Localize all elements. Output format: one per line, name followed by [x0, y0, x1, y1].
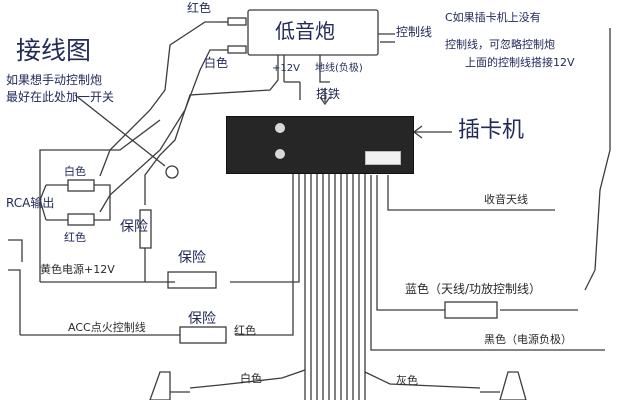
- title-note-line-2: 最好在此处加一开关: [6, 90, 115, 104]
- right-speaker: [499, 371, 527, 400]
- knob-top: [275, 123, 285, 133]
- subwoofer-ground-label: 地线(负极): [315, 63, 363, 74]
- sub-fuse-label: 保险: [120, 219, 148, 235]
- antenna-wire: [387, 175, 555, 211]
- acc-wire: [235, 173, 294, 336]
- left-loop-wire: [39, 119, 161, 282]
- subwoofer-name: 低音炮: [275, 19, 335, 43]
- control-note-line-2: 控制线，可忽略控制炮: [445, 38, 555, 51]
- control-note-line-1: C如果插卡机上没有: [445, 11, 541, 24]
- white-wire-label: 白色: [240, 372, 262, 385]
- acc-color-label: 红色: [234, 324, 256, 337]
- head-unit-label: 插卡机: [458, 118, 525, 143]
- power-wire-label: 黄色电源+12V: [40, 263, 115, 276]
- white-speaker-wire: [189, 369, 306, 389]
- sub-power-cable: [144, 55, 279, 205]
- antenna-label: 收音天线: [484, 193, 528, 206]
- head-unit: [226, 116, 414, 174]
- subwoofer-power-label: +12V: [272, 63, 300, 74]
- red-connector: [227, 17, 247, 26]
- left-speaker: [149, 371, 171, 400]
- subwoofer-iron-label: 搭铁: [316, 87, 341, 101]
- blue-fuse: [444, 301, 498, 319]
- power-fuse: [167, 271, 217, 289]
- card-slot: [365, 151, 401, 165]
- rca-red-label: 红色: [64, 231, 86, 244]
- rca-label: RCA输出: [6, 196, 55, 210]
- acc-fuse: [179, 326, 227, 344]
- black-wire: [370, 175, 605, 351]
- rca-white-plug: [67, 179, 95, 192]
- blue-wire: [376, 175, 445, 311]
- acc-wire-label: ACC点火控制线: [68, 321, 146, 334]
- acc-fuse-label: 保险: [188, 311, 216, 327]
- subwoofer-box: [247, 9, 379, 56]
- title-note-line-1: 如果想手动控制炮: [6, 73, 103, 87]
- control-label: 控制线: [396, 25, 433, 39]
- subwoofer-white-label: 白色: [204, 56, 229, 70]
- power-wire: [230, 173, 300, 283]
- rca-white-label: 白色: [64, 165, 86, 178]
- rca-red-cable: [99, 21, 220, 177]
- harness-bundle: [304, 173, 366, 400]
- control-note-line-3: 上面的控制线搭接12V: [465, 56, 575, 69]
- power-fuse-label: 保险: [178, 250, 206, 266]
- control-cable: [584, 28, 611, 291]
- blue-wire-label: 蓝色（天线/功放控制线）: [405, 282, 542, 296]
- knob-bottom: [275, 149, 285, 159]
- white-connector: [227, 45, 247, 54]
- gray-speaker-wire: [364, 371, 481, 389]
- switch-loop: [165, 165, 179, 179]
- gray-wire-label: 灰色: [396, 374, 418, 387]
- rca-red-plug: [67, 213, 95, 226]
- rca-white-cable: [99, 49, 220, 213]
- page-title: 接线图: [16, 36, 92, 65]
- black-wire-label: 黑色（电源负极）: [484, 333, 572, 346]
- subwoofer-red-label: 红色: [187, 1, 212, 15]
